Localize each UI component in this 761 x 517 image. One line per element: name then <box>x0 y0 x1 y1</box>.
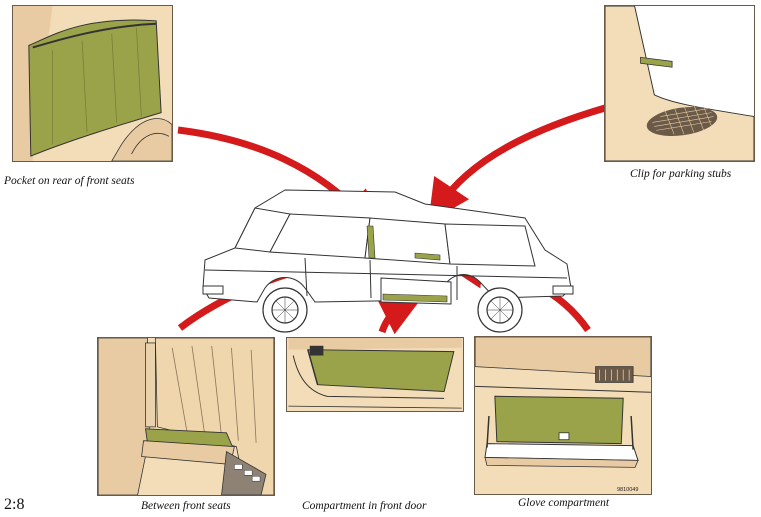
panel-pocket <box>12 5 173 162</box>
door-illustration <box>288 338 462 411</box>
panel-glove: 9810049 <box>474 336 652 495</box>
panel-clip <box>604 5 755 162</box>
page-number: 2:8 <box>4 496 25 513</box>
figure-code: 9810049 <box>617 487 639 493</box>
glove-illustration <box>475 337 651 494</box>
caption-pocket: Pocket on rear of front seats <box>4 175 135 187</box>
caption-glove: Glove compartment <box>518 497 610 509</box>
caption-door: Compartment in front door <box>302 500 427 512</box>
panel-between <box>97 337 275 496</box>
between-illustration <box>98 338 274 495</box>
panel-door <box>286 337 464 412</box>
pocket-illustration <box>13 6 172 161</box>
clip-illustration <box>605 6 754 161</box>
caption-between: Between front seats <box>141 500 231 512</box>
car-illustration <box>202 189 574 333</box>
caption-clip: Clip for parking stubs <box>630 168 732 180</box>
